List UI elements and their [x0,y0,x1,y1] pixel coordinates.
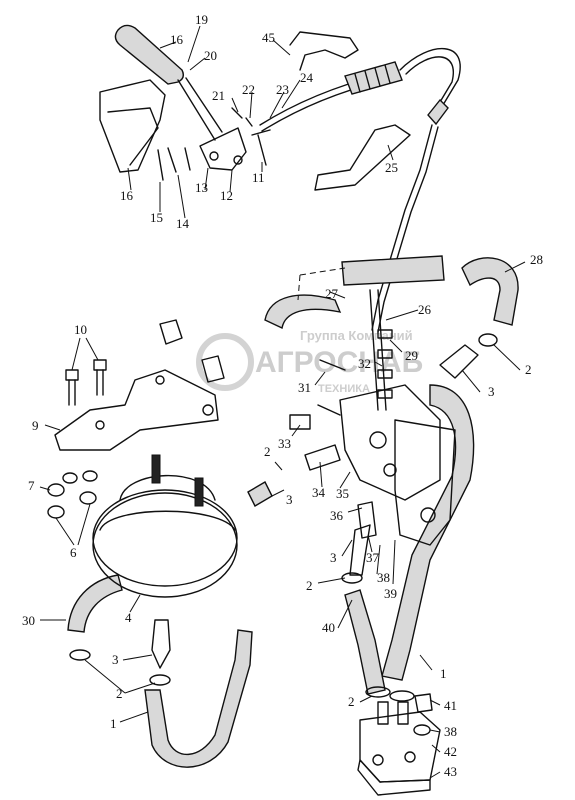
cable-boot [344,61,403,95]
callout-35: 34 [312,485,326,500]
callout-16: 16 [120,188,134,203]
watermark-line1: Группа Компаний [300,328,413,343]
callout-36: 35 [336,486,349,501]
callout-11: 11 [252,170,265,185]
callout-40: 39 [384,586,397,601]
lever-bracket [99,79,166,173]
callout-13: 13 [195,180,208,195]
washers [47,470,98,519]
callout-37: 36 [330,508,344,523]
callout-15: 15 [150,210,163,225]
callout-3-center: 3 [286,492,293,507]
bracket-26 [314,124,411,191]
callout-42: 41 [444,698,457,713]
callout-4: 4 [125,610,132,625]
bracket-45 [289,31,359,71]
callout-7: 7 [28,478,35,493]
fitting-3-left [151,619,171,669]
callout-2-center: 2 [264,444,271,459]
callout-38-bottom: 38 [444,724,457,739]
watermark: Группа Компаний АГРОСНАБ ТЕХНИКА [196,328,423,395]
callout-labels: 19 16 20 45 24 23 22 21 25 11 13 12 16 1… [22,12,543,779]
callout-2-middle: 2 [306,578,313,593]
callout-32: 31 [298,380,311,395]
callout-12: 12 [220,188,233,203]
callout-2-upper: 2 [525,362,532,377]
callout-23: 22 [242,82,255,97]
callout-10: 10 [74,322,87,337]
hose-41 [344,589,386,695]
hose-upper [341,255,445,286]
callout-22: 21 [212,88,225,103]
callout-38-middle: 37 [366,550,380,565]
callout-25: 24 [300,70,314,85]
leader-lines [39,25,526,779]
callout-45: 45 [262,30,275,45]
pedal-lever-assembly [99,24,271,181]
fitting-3-middle [349,524,371,576]
mounting-plate [54,369,219,451]
lever-arm [177,77,223,141]
callout-34: 33 [278,436,291,451]
callout-19: 16 [170,32,184,47]
bottom-valve-block [357,686,441,796]
valve-housing [289,289,456,546]
throttle-cable [259,48,461,333]
callout-27: 26 [418,302,432,317]
hose-1-left [144,629,253,768]
callout-43: 42 [444,744,457,759]
callout-1-right: 1 [440,666,447,681]
callout-28: 27 [325,286,339,301]
callout-39: 38 [377,570,390,585]
callout-20: 19 [195,12,208,27]
fitting-3-upper [439,344,479,379]
callout-33: 32 [358,356,371,371]
callout-3-upper: 3 [488,384,495,399]
hose-1-right [381,384,475,681]
callout-30: 29 [405,348,418,363]
callout-21: 20 [204,48,217,63]
callout-24: 23 [276,82,289,97]
watermark-line2: АГРОСНАБ [255,346,423,379]
callout-41: 40 [322,620,335,635]
hose-28 [264,294,342,330]
hose-29 [461,257,519,326]
callout-14: 14 [176,216,190,231]
bolts-10 [65,359,107,406]
callout-31: 30 [22,613,35,628]
watermark-line3: ТЕХНИКА [318,383,370,395]
callout-2-left: 2 [116,686,123,701]
callout-9: 9 [32,418,39,433]
callout-6: 6 [70,545,77,560]
callout-44: 43 [444,764,457,779]
hose-31 [67,574,123,633]
callout-1-left: 1 [110,716,117,731]
callout-26: 25 [385,160,398,175]
callout-2-bottom: 2 [348,694,355,709]
vacuum-chamber [92,454,238,598]
callout-3-middle: 3 [330,550,337,565]
lever-grip [114,24,185,85]
callout-3-left: 3 [112,652,119,667]
callout-29: 28 [530,252,543,267]
linkage-bracket [199,127,247,171]
